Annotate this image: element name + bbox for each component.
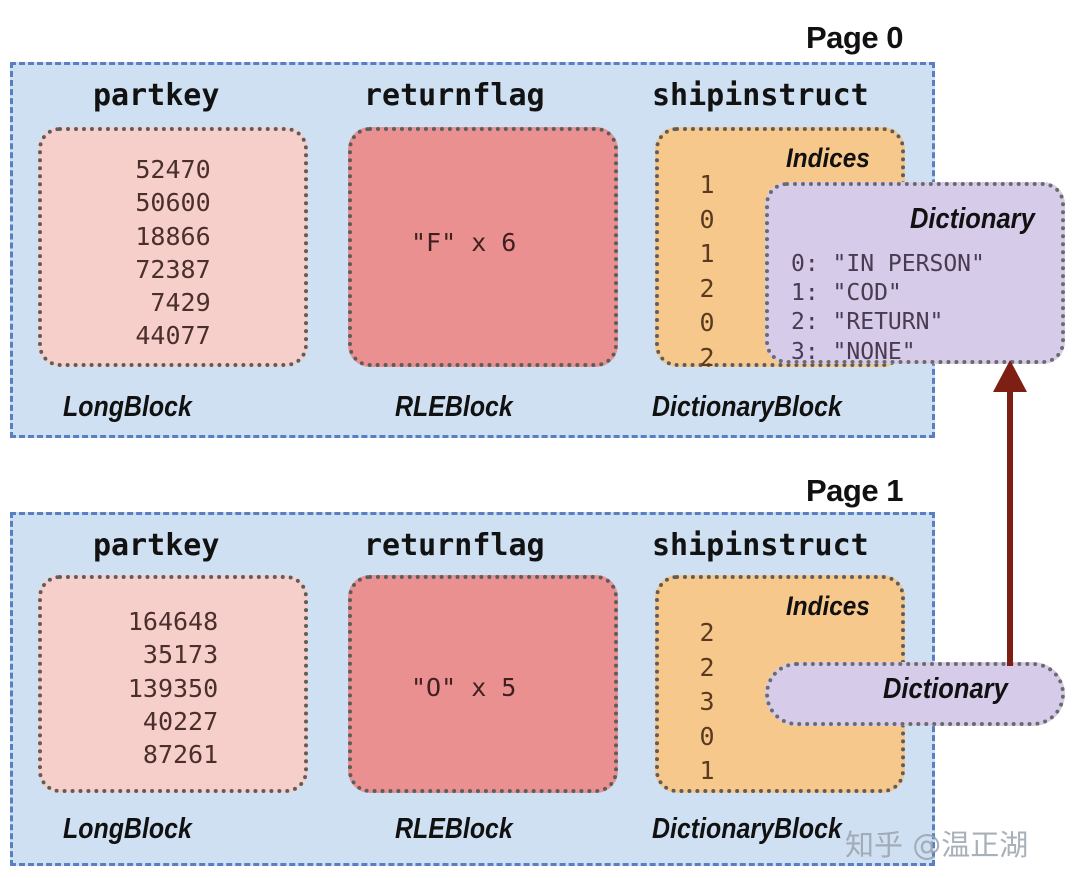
column-header-shipinstruct-page-1: shipinstruct: [652, 528, 869, 563]
block-label-dictionary-page-1: DictionaryBlock: [652, 813, 842, 845]
partkey-values-page-1: 164648 35173 139350 40227 87261: [127, 607, 219, 769]
block-label-long-page-0: LongBlock: [63, 391, 192, 423]
column-header-shipinstruct-page-0: shipinstruct: [652, 78, 869, 113]
dictionary-title-page-0: Dictionary: [910, 203, 1035, 235]
block-label-long-page-1: LongBlock: [63, 813, 192, 845]
indices-values-page-0: 1 0 1 2 0 2: [699, 170, 715, 372]
indices-caption-page-1: Indices: [786, 591, 870, 621]
rle-value-page-0: "F" x 6: [411, 228, 517, 257]
indices-caption-page-0: Indices: [786, 143, 870, 173]
watermark: 知乎 @温正湖: [845, 828, 1029, 862]
column-header-partkey-page-0: partkey: [93, 78, 220, 113]
partkey-values-page-0: 52470 50600 18866 72387 7429 44077: [135, 155, 211, 351]
column-header-returnflag-page-0: returnflag: [364, 78, 545, 113]
block-label-rle-page-1: RLEBlock: [395, 813, 513, 845]
rle-block-page-0: [348, 127, 618, 367]
column-header-partkey-page-1: partkey: [93, 528, 220, 563]
block-label-rle-page-0: RLEBlock: [395, 391, 513, 423]
long-block-page-1: [38, 575, 308, 793]
dictionary-overlay-page-0: [765, 182, 1065, 364]
rle-value-page-1: "O" x 5: [411, 673, 517, 702]
indices-values-page-1: 2 2 3 0 1: [699, 618, 715, 785]
rle-block-page-1: [348, 575, 618, 793]
long-block-page-0: [38, 127, 308, 367]
dictionary-entries-page-0: 0: "IN PERSON" 1: "COD" 2: "RETURN" 3: "…: [791, 251, 985, 365]
block-label-dictionary-page-0: DictionaryBlock: [652, 391, 842, 423]
page-0-title: Page 0: [806, 20, 903, 55]
dictionary-link-arrow: [993, 360, 1027, 666]
dictionary-overlay-page-1: [765, 662, 1065, 726]
column-header-returnflag-page-1: returnflag: [364, 528, 545, 563]
dictionary-title-page-1: Dictionary: [883, 673, 1008, 705]
page-1-title: Page 1: [806, 473, 903, 508]
